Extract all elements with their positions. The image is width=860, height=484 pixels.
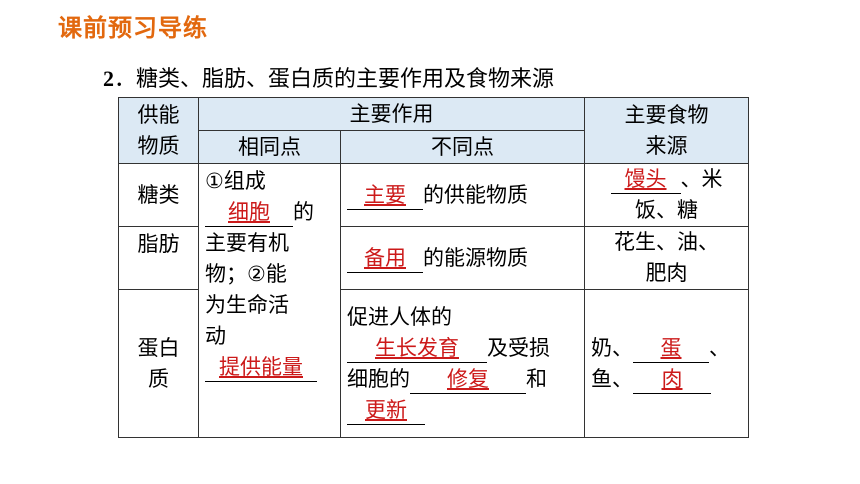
blank-answer: 修复: [410, 365, 526, 394]
nutrient-table: 供能 物质 主要作用 主要食物 来源 相同点 不同点 糖类 ①组成 细胞的 主要…: [118, 97, 749, 438]
row-fat-source: 花生、油、 肥肉: [584, 226, 749, 290]
blank-answer: 更新: [347, 396, 425, 425]
blank-answer: 馒头: [610, 165, 681, 194]
question-number: 2: [103, 66, 114, 91]
similarity-cell: ①组成 细胞的 主要有机 物；②能 为生命活 动 提供能量: [198, 163, 341, 438]
row-protein-name: 蛋白 质: [118, 289, 199, 438]
row-carb-name: 糖类: [118, 163, 199, 227]
row-carb-difference: 主要的供能物质: [340, 163, 585, 227]
header-substance: 供能 物质: [118, 97, 199, 164]
row-carb-source: 馒头、米 饭、糖: [584, 163, 749, 227]
header-food-source: 主要食物 来源: [584, 97, 749, 164]
blank-answer: 蛋: [633, 334, 709, 363]
blank-answer: 提供能量: [205, 353, 317, 382]
page-header-title: 课前预习导练: [58, 14, 208, 42]
row-fat-difference: 备用的能源物质: [340, 226, 585, 290]
header-main-function: 主要作用: [198, 97, 585, 131]
blank-answer: 细胞: [205, 198, 293, 227]
header-difference: 不同点: [340, 130, 585, 164]
blank-answer: 生长发育: [347, 334, 487, 363]
blank-answer: 主要: [347, 181, 423, 210]
question-text: ．糖类、脂肪、蛋白质的主要作用及食物来源: [114, 67, 555, 92]
question-heading: 2．糖类、脂肪、蛋白质的主要作用及食物来源: [103, 61, 554, 93]
blank-answer: 肉: [633, 365, 711, 394]
header-similarity: 相同点: [198, 130, 341, 164]
row-protein-source: 奶、蛋、 鱼、肉: [584, 289, 749, 438]
row-protein-difference: 促进人体的 生长发育及受损 细胞的修复和 更新: [340, 289, 585, 438]
row-fat-name: 脂肪: [118, 226, 199, 290]
blank-answer: 备用: [347, 244, 423, 273]
